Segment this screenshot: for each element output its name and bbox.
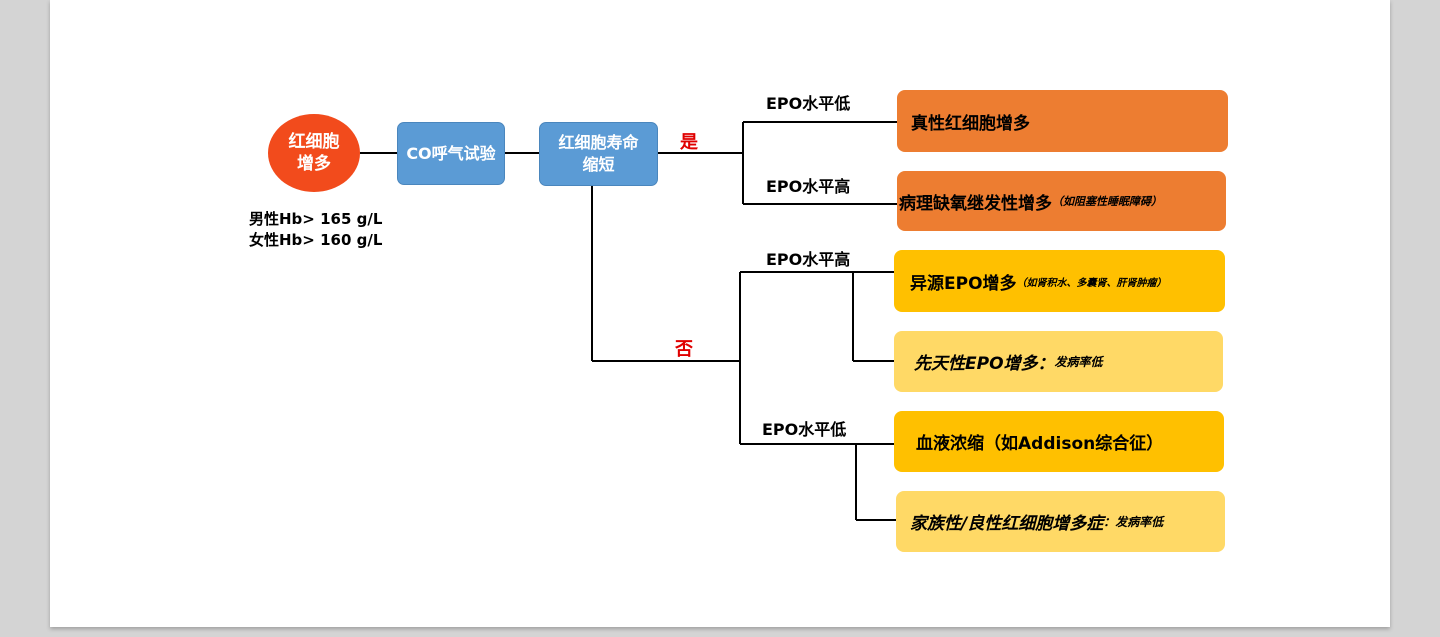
start-node-erythrocytosis: 红细胞 增多 [268,114,360,192]
co-breath-test-label: CO呼气试验 [406,143,496,163]
result-familial-erythrocytosis-label: 家族性/良性红细胞增多症 [910,514,1104,534]
result-secondary-hypoxia: 病理缺氧继发性增多 （如阻塞性睡眠障碍） [897,171,1226,231]
result-secondary-hypoxia-note: （如阻塞性睡眠障碍） [1052,195,1162,208]
yes-label: 是 [680,132,698,153]
rbc-lifespan-line2: 缩短 [582,155,615,174]
result-hemoconcentration: 血液浓缩（如Addison综合征） [894,411,1224,472]
result-ectopic-epo: 异源EPO增多 （如肾积水、多囊肾、肝肾肿瘤） [894,250,1225,312]
result-congenital-epo-note: 发病率低 [1054,355,1103,369]
start-line1: 红细胞 [288,132,340,152]
result-congenital-epo: 先天性EPO增多： 发病率低 [894,331,1223,392]
no-epo-high-label: EPO水平高 [766,250,851,269]
criteria-female: 女性Hb> 160 g/L [249,231,383,249]
yes-epo-high-label: EPO水平高 [766,177,851,196]
result-familial-erythrocytosis-note: ：发病率低 [1103,515,1164,529]
no-label: 否 [675,339,693,360]
result-congenital-epo-label: 先天性EPO增多： [914,354,1055,374]
no-epo-low-label: EPO水平低 [762,420,847,439]
rbc-lifespan-line1: 红细胞寿命 [558,133,639,152]
result-secondary-hypoxia-label: 病理缺氧继发性增多 [899,193,1052,214]
yes-epo-low-label: EPO水平低 [766,94,851,113]
result-ectopic-epo-label: 异源EPO增多 [910,273,1017,294]
start-line2: 增多 [297,154,331,174]
result-ectopic-epo-note: （如肾积水、多囊肾、肝肾肿瘤） [1016,277,1167,289]
co-breath-test-node: CO呼气试验 [397,122,505,185]
result-familial-erythrocytosis: 家族性/良性红细胞增多症 ：发病率低 [896,491,1225,552]
rbc-lifespan-node: 红细胞寿命 缩短 [539,122,658,186]
criteria-male: 男性Hb> 165 g/L [249,210,383,228]
result-polycythemia-vera: 真性红细胞增多 [897,90,1228,152]
result-polycythemia-vera-label: 真性红细胞增多 [911,113,1030,134]
hb-criteria: 男性Hb> 165 g/L 女性Hb> 160 g/L [249,209,382,251]
result-hemoconcentration-label: 血液浓缩（如Addison综合征） [916,434,1164,454]
